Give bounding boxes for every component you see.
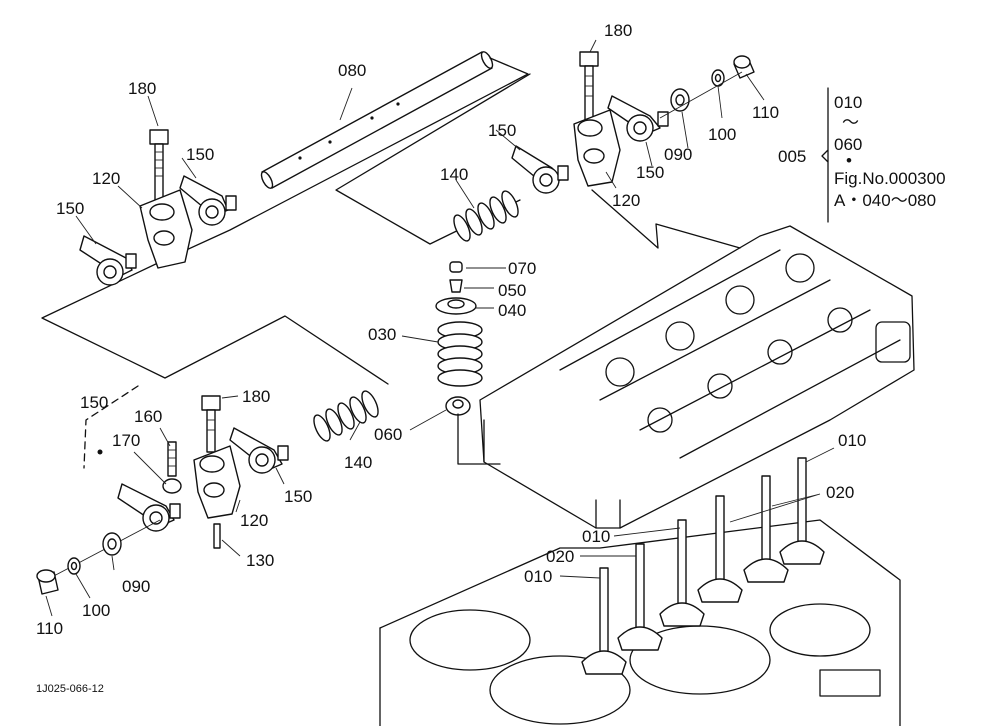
- note-line-1: 010: [834, 93, 862, 112]
- rocker-shaft-080: [260, 51, 494, 189]
- label-150-bracket: 150: [80, 393, 108, 412]
- seal-060: [445, 396, 471, 416]
- cylinder-head: [479, 225, 915, 529]
- note-line-4: •: [846, 151, 852, 170]
- bolt-180-right: [579, 51, 599, 123]
- collet-050: [449, 279, 463, 293]
- label-090-lower: 090: [122, 577, 150, 596]
- label-150-left-b: 150: [186, 145, 214, 164]
- bolt-180-left: [149, 129, 169, 201]
- valve-axis-line: [457, 413, 501, 465]
- label-040: 040: [498, 301, 526, 320]
- rocker-arm-150-lower-right: [229, 427, 289, 474]
- label-010-a: 010: [838, 431, 866, 450]
- label-150-left-a: 150: [56, 199, 84, 218]
- washer-090-right: [670, 88, 690, 112]
- spring-030: [437, 321, 483, 387]
- washer-100-lower: [67, 557, 81, 575]
- rocker-arm-150-right-a: [511, 145, 569, 194]
- bracket-120-left: [139, 189, 193, 269]
- spring-140-lower: [313, 390, 379, 442]
- note-line-6: A・040～080: [834, 191, 936, 210]
- rocker-arm-150-left-a: [79, 235, 137, 286]
- label-150-lower: 150: [284, 487, 312, 506]
- note-line-5: Fig.No.000300: [834, 169, 946, 188]
- label-100-lower: 100: [82, 601, 110, 620]
- leader-lines: [45, 39, 835, 617]
- label-030: 030: [368, 325, 396, 344]
- label-180-right: 180: [604, 21, 632, 40]
- adjust-screw-160: [167, 441, 177, 477]
- note-line-3: 060: [834, 135, 862, 154]
- label-090-right: 090: [664, 145, 692, 164]
- bracket-120-lower: [193, 445, 241, 519]
- valve-020-b: [697, 495, 743, 603]
- valve-020-a: [617, 543, 663, 651]
- label-020-b: 020: [546, 547, 574, 566]
- label-150-right-b: 150: [636, 163, 664, 182]
- label-070: 070: [508, 259, 536, 278]
- axis-line-right: [659, 71, 743, 119]
- nut-170: [162, 478, 182, 494]
- label-180-lower: 180: [242, 387, 270, 406]
- spring-140-upper: [453, 190, 519, 242]
- label-050: 050: [498, 281, 526, 300]
- label-080: 080: [338, 61, 366, 80]
- label-140-upper: 140: [440, 165, 468, 184]
- label-100-right: 100: [708, 125, 736, 144]
- part-labels: 080 180 150 120 150 180 150 140 120 150 …: [36, 21, 866, 638]
- valve-010-a: [581, 567, 627, 675]
- label-150-right-a: 150: [488, 121, 516, 140]
- label-010-b: 010: [582, 527, 610, 546]
- rocker-arm-150-right-b: [607, 95, 669, 142]
- bolt-180-lower: [201, 395, 221, 453]
- reference-note: 005 010 ～ 060 • Fig.No.000300 A・040～080: [778, 87, 946, 223]
- rocker-arm-150-lower-left: [117, 483, 181, 532]
- label-170: 170: [112, 431, 140, 450]
- label-160: 160: [134, 407, 162, 426]
- label-010-c: 010: [524, 567, 552, 586]
- note-ref-005: 005: [778, 147, 806, 166]
- valve-010-b: [659, 519, 705, 627]
- rocker-arm-150-left-b: [179, 175, 237, 226]
- cap-070: [449, 261, 463, 273]
- retainer-040: [435, 297, 477, 315]
- washer-100-right: [711, 69, 725, 87]
- washer-090-lower: [102, 532, 122, 556]
- label-110-lower: 110: [36, 619, 63, 638]
- label-110-right: 110: [752, 103, 779, 122]
- label-130: 130: [246, 551, 274, 570]
- assembly-outline-left: [41, 57, 529, 385]
- figure-code: 1J025-066-12: [36, 683, 104, 695]
- label-120-left: 120: [92, 169, 120, 188]
- label-180-left: 180: [128, 79, 156, 98]
- bracket-120-right: [573, 109, 621, 187]
- label-140-lower: 140: [344, 453, 372, 472]
- plug-110-lower: [36, 569, 59, 595]
- label-120-lower: 120: [240, 511, 268, 530]
- label-020-a: 020: [826, 483, 854, 502]
- valve-010-c: [779, 457, 825, 565]
- label-120-right: 120: [612, 191, 640, 210]
- pin-130: [213, 523, 221, 549]
- plug-110-right: [733, 55, 755, 79]
- label-060: 060: [374, 425, 402, 444]
- note-line-2: ～: [842, 113, 859, 132]
- valve-020-c: [743, 475, 789, 583]
- bracket-150-dashed: [83, 385, 139, 469]
